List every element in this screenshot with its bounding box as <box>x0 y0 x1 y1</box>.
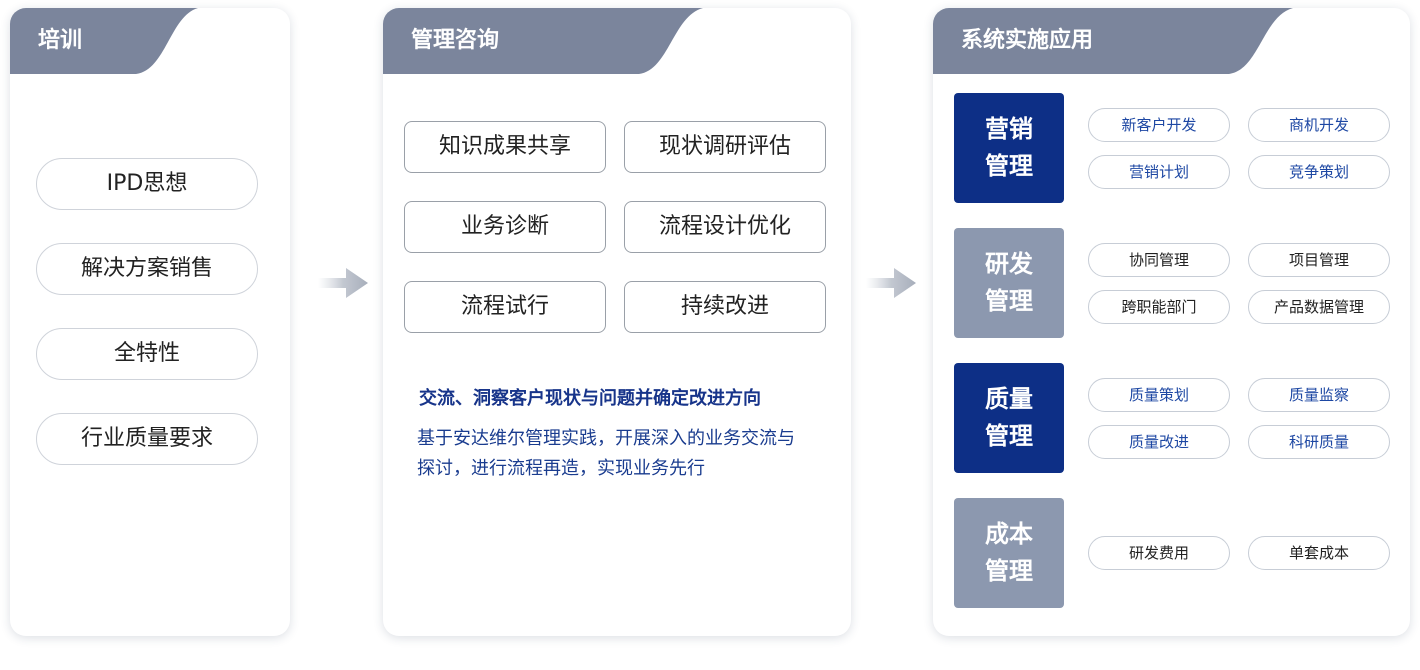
consulting-step: 知识成果共享 <box>404 121 606 173</box>
consulting-step: 业务诊断 <box>404 201 606 253</box>
consulting-title: 管理咨询 <box>411 28 500 53</box>
flow-arrow-icon <box>866 268 916 298</box>
tab-shape <box>10 8 198 74</box>
category-rnd: 研发 管理 <box>954 228 1064 338</box>
category-cost: 成本 管理 <box>954 498 1064 608</box>
tab-shape <box>933 8 1293 74</box>
module-chip: 质量改进 <box>1088 425 1230 459</box>
module-chip: 协同管理 <box>1088 243 1230 277</box>
module-chip: 质量监察 <box>1248 378 1390 412</box>
category-line: 管理 <box>985 422 1033 450</box>
training-panel: 培训 IPD思想 解决方案销售 全特性 行业质量要求 <box>10 8 290 636</box>
module-chip: 新客户开发 <box>1088 108 1230 142</box>
consulting-step: 流程试行 <box>404 281 606 333</box>
module-chip: 商机开发 <box>1248 108 1390 142</box>
consulting-desc-heading: 交流、洞察客户现状与问题并确定改进方向 <box>419 388 761 409</box>
category-line: 管理 <box>985 557 1033 585</box>
training-item: 全特性 <box>36 328 258 380</box>
module-chip: 质量策划 <box>1088 378 1230 412</box>
consulting-desc-body: 基于安达维尔管理实践，开展深入的业务交流与探讨，进行流程再造，实现业务先行 <box>417 428 795 479</box>
category-marketing: 营销 管理 <box>954 93 1064 203</box>
system-title: 系统实施应用 <box>961 28 1094 53</box>
consulting-panel: 管理咨询 知识成果共享 现状调研评估 业务诊断 流程设计优化 流程试行 持续改进… <box>383 8 851 636</box>
category-line: 研发 <box>985 250 1033 278</box>
category-line: 管理 <box>985 287 1033 315</box>
category-line: 成本 <box>985 520 1033 548</box>
consulting-step: 持续改进 <box>624 281 826 333</box>
module-chip: 产品数据管理 <box>1248 290 1390 324</box>
consulting-step: 现状调研评估 <box>624 121 826 173</box>
module-chip: 研发费用 <box>1088 536 1230 570</box>
consulting-step: 流程设计优化 <box>624 201 826 253</box>
module-chip: 科研质量 <box>1248 425 1390 459</box>
category-line: 管理 <box>985 152 1033 180</box>
training-title: 培训 <box>38 28 83 53</box>
category-line: 营销 <box>985 115 1033 143</box>
training-item: IPD思想 <box>36 158 258 210</box>
training-item: 行业质量要求 <box>36 413 258 465</box>
training-item: 解决方案销售 <box>36 243 258 295</box>
module-chip: 竞争策划 <box>1248 155 1390 189</box>
category-quality: 质量 管理 <box>954 363 1064 473</box>
module-chip: 跨职能部门 <box>1088 290 1230 324</box>
system-panel: 系统实施应用 营销 管理 新客户开发 商机开发 营销计划 竞争策划 研发 管理 … <box>933 8 1410 636</box>
module-chip: 单套成本 <box>1248 536 1390 570</box>
module-chip: 营销计划 <box>1088 155 1230 189</box>
module-chip: 项目管理 <box>1248 243 1390 277</box>
tab-shape <box>383 8 703 74</box>
flow-arrow-icon <box>318 268 368 298</box>
category-line: 质量 <box>985 385 1033 413</box>
